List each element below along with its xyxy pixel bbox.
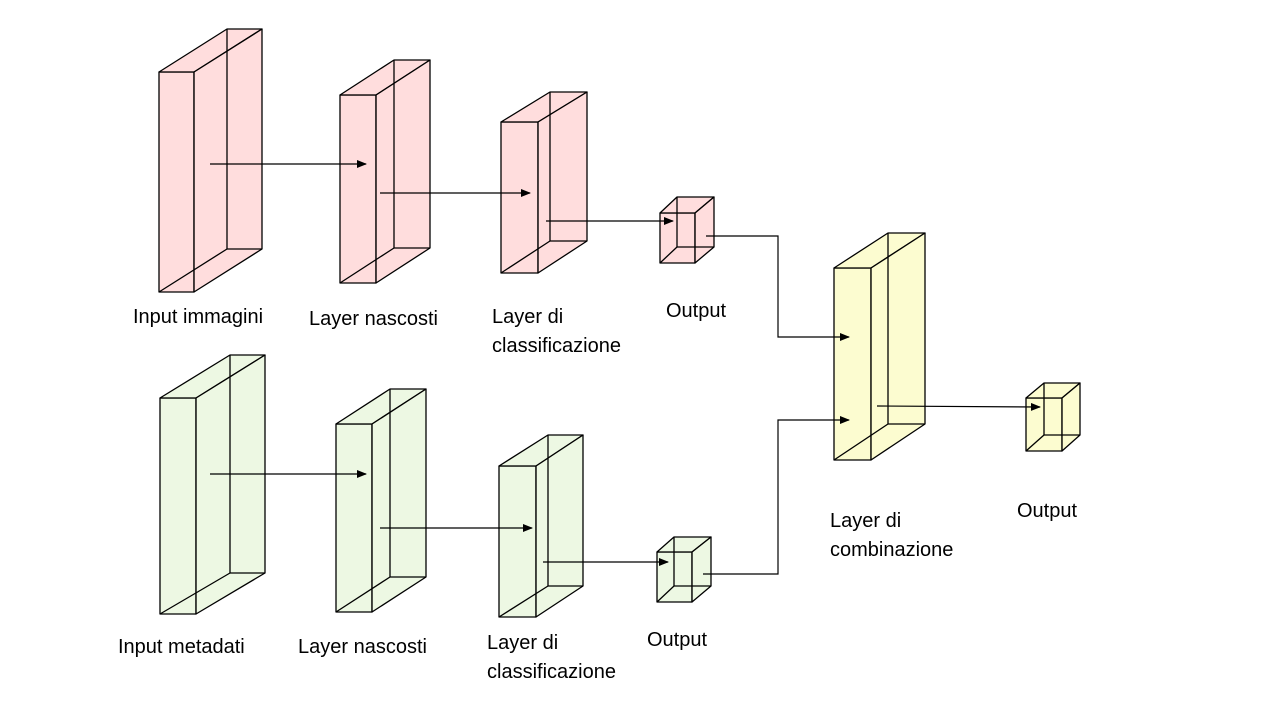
label-hidden-layers-top: Layer nascosti — [309, 308, 438, 330]
label-hidden-layers-bottom: Layer nascosti — [298, 636, 427, 658]
label-input-metadata: Input metadati — [118, 636, 245, 658]
block-input-metadata — [159, 354, 266, 615]
arrow-top-output-to-combination — [706, 235, 850, 341]
block-final-output — [1025, 382, 1081, 452]
label-combination-line2: combinazione — [830, 539, 954, 561]
label-classification-bottom-line2: classificazione — [487, 661, 616, 683]
block-hidden-layers-bottom — [335, 388, 427, 613]
arrow-bottom-output-to-combination — [703, 416, 850, 575]
label-output-bottom: Output — [647, 629, 708, 651]
label-output-top: Output — [666, 300, 727, 322]
block-output-bottom — [656, 536, 712, 603]
block-input-images — [158, 28, 263, 293]
label-input-images: Input immagini — [133, 306, 264, 328]
label-classification-bottom-line1: Layer di — [487, 632, 559, 654]
block-hidden-layers-top — [339, 59, 431, 284]
label-classification-top-line2: classificazione — [492, 335, 621, 357]
block-classification-top — [500, 91, 588, 274]
label-combination-line1: Layer di — [830, 510, 902, 532]
label-final-output: Output — [1017, 500, 1078, 522]
arrow-combination-to-output — [876, 402, 1041, 411]
block-classification-bottom — [498, 434, 584, 618]
block-combination — [833, 232, 926, 461]
label-classification-top-line1: Layer di — [492, 306, 564, 328]
block-output-top — [659, 196, 715, 264]
